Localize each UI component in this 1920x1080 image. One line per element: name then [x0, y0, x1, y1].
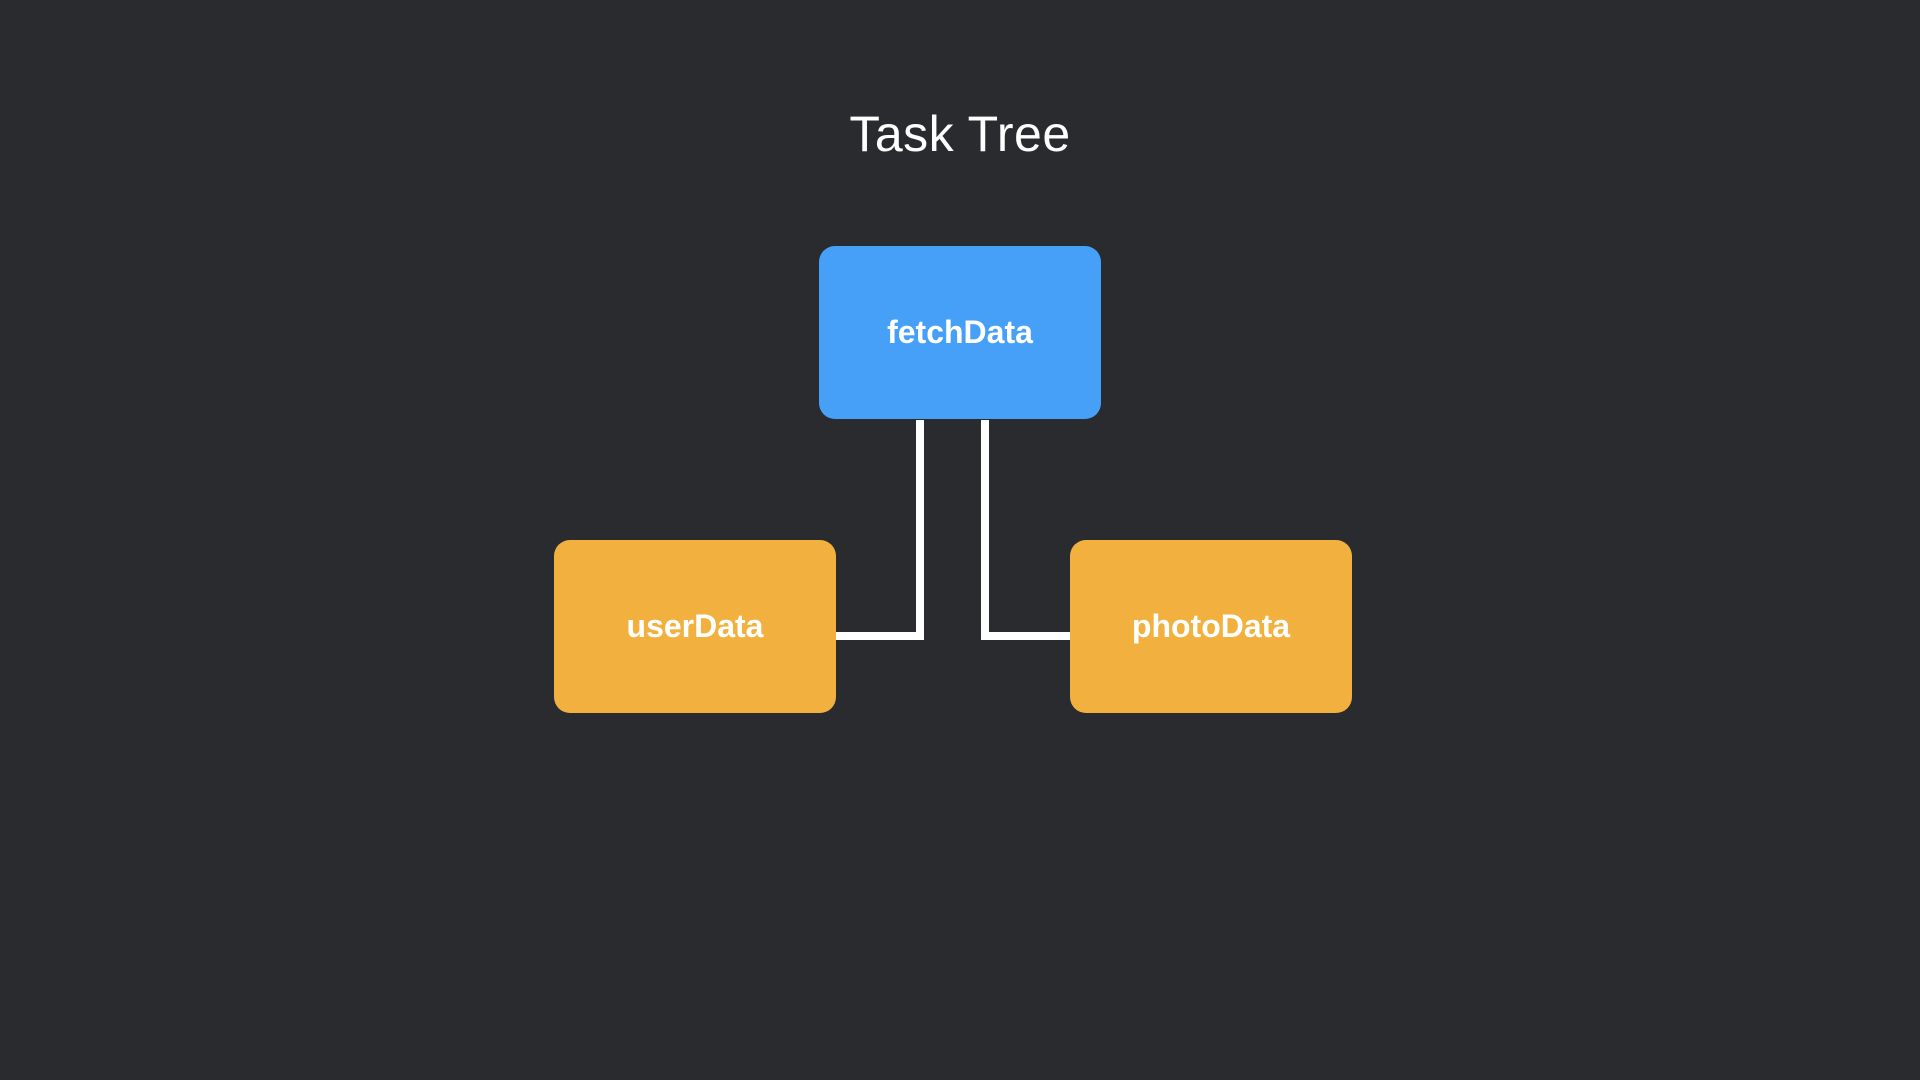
- diagram-title: Task Tree: [849, 106, 1071, 162]
- connector-fetchdata-photodata: [981, 420, 1070, 640]
- node-photodata-label: photoData: [1131, 608, 1291, 644]
- node-userdata-label: userData: [626, 608, 764, 644]
- node-photodata[interactable]: photoData: [1070, 540, 1352, 713]
- connector-fetchdata-userdata: [835, 420, 924, 640]
- node-fetchdata-label: fetchData: [887, 314, 1033, 350]
- node-userdata[interactable]: userData: [554, 540, 836, 713]
- node-fetchdata[interactable]: fetchData: [819, 246, 1101, 419]
